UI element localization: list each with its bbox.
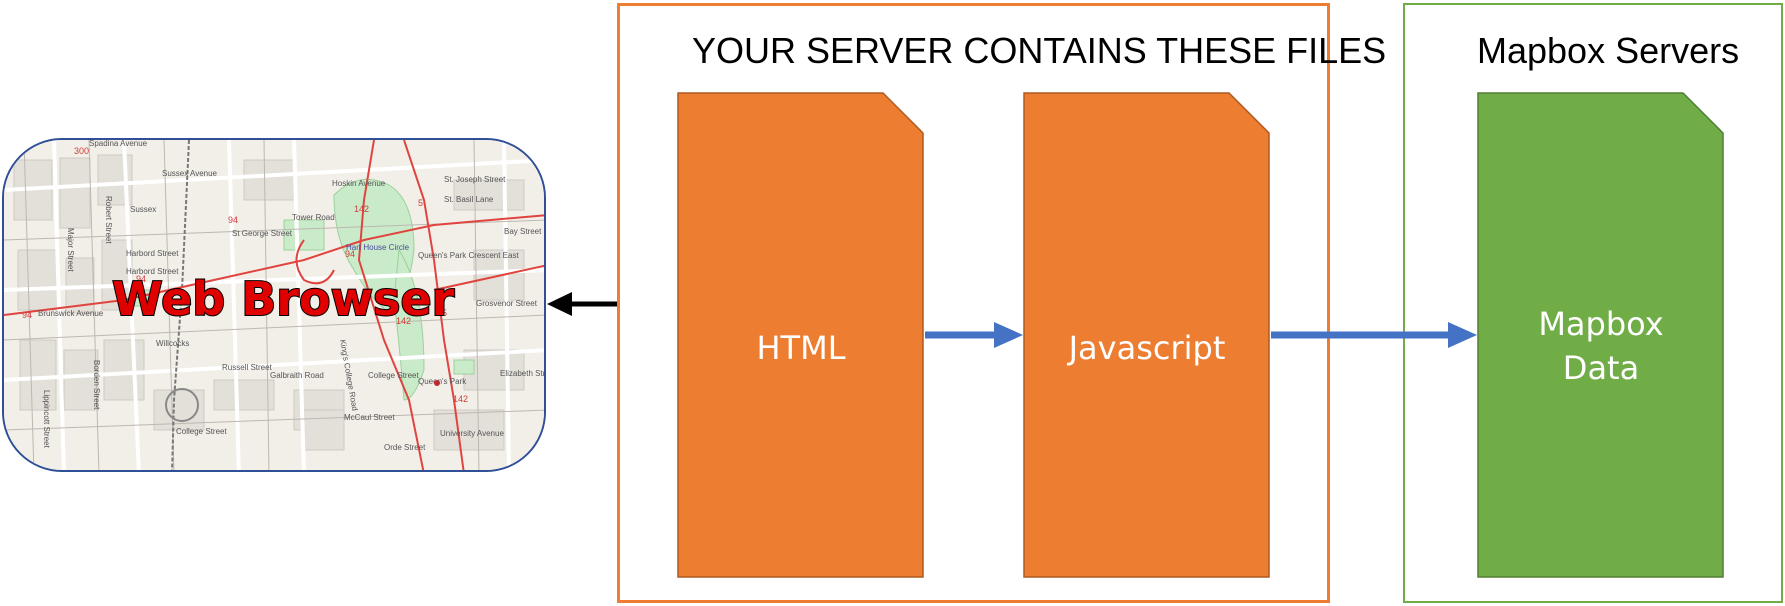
street-map: 300 94 94 94 94 5 142 142 142 5 Spadina … (4, 140, 546, 470)
route-number: 142 (453, 394, 468, 404)
street-label: Queen's Park (418, 377, 467, 386)
poi-label: Hart House Circle (346, 243, 410, 252)
javascript-file-label: Javascript (1068, 329, 1226, 367)
street-label: Major Street (66, 228, 75, 272)
route-number: 94 (136, 274, 146, 284)
street-label: Lippincott Street (42, 390, 51, 449)
street-label: Hoskin Avenue (332, 179, 386, 188)
route-number: 94 (228, 215, 238, 225)
mapbox-data-label-line2: Data (1562, 349, 1640, 387)
mapbox-data-icon: Mapbox Data (1477, 92, 1725, 578)
street-label: Queen's Park Crescent East (418, 251, 519, 260)
mapbox-data-label-line1: Mapbox (1538, 305, 1664, 343)
street-label: St George Street (232, 229, 293, 238)
route-number: 94 (22, 310, 32, 320)
street-label: McCaul Street (344, 413, 395, 422)
route-number: 94 (345, 249, 355, 259)
web-browser-label: Web Browser (111, 271, 455, 327)
street-label: University Avenue (440, 429, 504, 438)
javascript-to-mapbox-arrow (1271, 322, 1477, 348)
server-to-browser-arrow (547, 292, 617, 316)
web-browser-map: 300 94 94 94 94 5 142 142 142 5 Spadina … (2, 138, 546, 472)
street-label: Willcocks (156, 339, 189, 348)
mapbox-title: Mapbox Servers (1477, 30, 1740, 71)
street-label: Russell Street (222, 363, 273, 372)
street-label: Robert Street (104, 196, 113, 244)
street-label: Bay Street (504, 227, 542, 236)
street-label: Brunswick Avenue (38, 309, 104, 318)
street-label: Harbord Street (126, 267, 179, 276)
route-number: 5 (442, 308, 447, 318)
route-number: 142 (354, 204, 369, 214)
street-label: College Street (176, 427, 227, 436)
html-file-label: HTML (756, 329, 846, 367)
street-label: Spadina Avenue (89, 140, 148, 148)
street-label: St. Basil Lane (444, 195, 494, 204)
street-label: Grosvenor Street (476, 299, 538, 308)
your-server-container (617, 3, 1330, 603)
street-label: College Street (368, 371, 419, 380)
route-number: 5 (418, 198, 423, 208)
street-label: Galbraith Road (270, 371, 324, 380)
street-label: Harbord Street (126, 249, 179, 258)
server-title: YOUR SERVER CONTAINS THESE FILES (692, 30, 1387, 71)
street-label: Sussex Avenue (162, 169, 218, 178)
street-label: St. Joseph Street (444, 175, 506, 184)
street-label: Borden Street (92, 360, 101, 410)
html-file-icon: HTML (677, 92, 925, 578)
javascript-file-icon: Javascript (1023, 92, 1271, 578)
mapbox-servers-container (1403, 3, 1783, 603)
route-number: 142 (396, 316, 411, 326)
street-label: Tower Road (292, 213, 335, 222)
html-to-javascript-arrow (925, 322, 1023, 348)
street-label: Orde Street (384, 443, 426, 452)
street-label: Elizabeth Street (500, 369, 546, 378)
route-number: 300 (74, 146, 89, 156)
street-label: Sussex (130, 205, 156, 214)
